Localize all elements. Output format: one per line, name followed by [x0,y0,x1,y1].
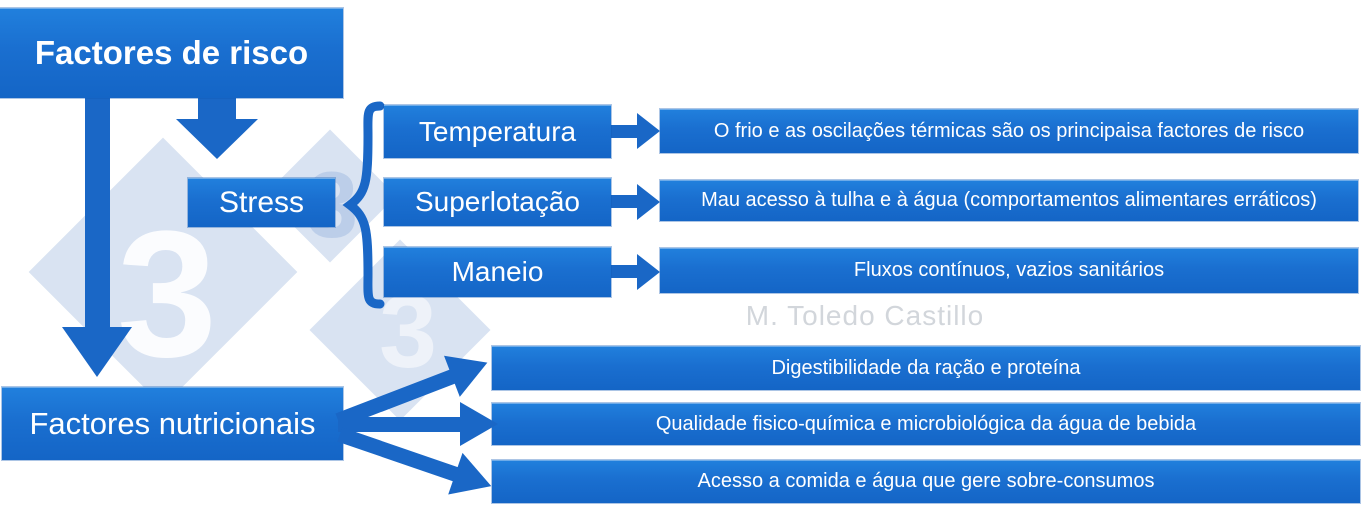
stress-row-label-temperatura: Temperatura [384,105,611,158]
row-description: O frio e as oscilações térmicas são os p… [713,119,1305,142]
row-arrow-shaft [611,125,639,138]
nutritional-row-qualidade: Qualidade fisico-química e microbiológic… [492,403,1360,445]
left-brace-icon [342,101,385,309]
stress-row-label-superlotacao: Superlotação [384,178,611,226]
fan-arrow-middle-icon [338,402,498,446]
watermark-digit-large: 3 [116,194,218,395]
stress-row-desc-temperatura: O frio e as oscilações térmicas são os p… [660,109,1358,153]
nutritional-factors-label: Factores nutricionais [29,405,316,441]
row-label: Superlotação [414,186,580,217]
row-description: Qualidade fisico-química e microbiológic… [655,412,1197,435]
down-arrow-long-icon [62,327,132,377]
row-label: Temperatura [418,115,577,147]
stress-box: Stress [188,178,335,227]
down-arrow-short-icon [176,119,258,159]
nutritional-factors-box: Factores nutricionais [2,387,343,460]
nutritional-row-digestibilidade: Digestibilidade da ração e proteína [492,346,1360,390]
row-arrow-shaft [611,195,639,208]
down-arrow-long-shaft [85,97,110,327]
risk-factors-box: Factores de risco [0,8,343,98]
right-arrow-icon [637,184,660,220]
row-description: Digestibilidade da ração e proteína [771,356,1081,379]
nutritional-row-acesso: Acesso a comida e água que gere sobre-co… [492,460,1360,503]
stress-row-desc-maneio: Fluxos contínuos, vazios sanitários [660,248,1358,293]
row-description: Fluxos contínuos, vazios sanitários [853,259,1165,281]
right-arrow-icon [637,113,660,149]
right-arrow-icon [637,254,660,290]
stress-row-label-maneio: Maneio [384,247,611,297]
row-description: Mau acesso à tulha e à água (comportamen… [701,189,1317,211]
row-label: Maneio [451,256,544,287]
row-arrow-shaft [611,265,639,278]
stress-row-desc-superlotacao: Mau acesso à tulha e à água (comportamen… [660,180,1358,221]
watermark-author: M. Toledo Castillo [745,300,985,331]
stress-label: Stress [218,185,305,219]
risk-factors-title: Factores de risco [34,34,309,71]
row-description: Acesso a comida e água que gere sobre-co… [697,470,1155,492]
down-arrow-short-shaft [198,97,236,121]
